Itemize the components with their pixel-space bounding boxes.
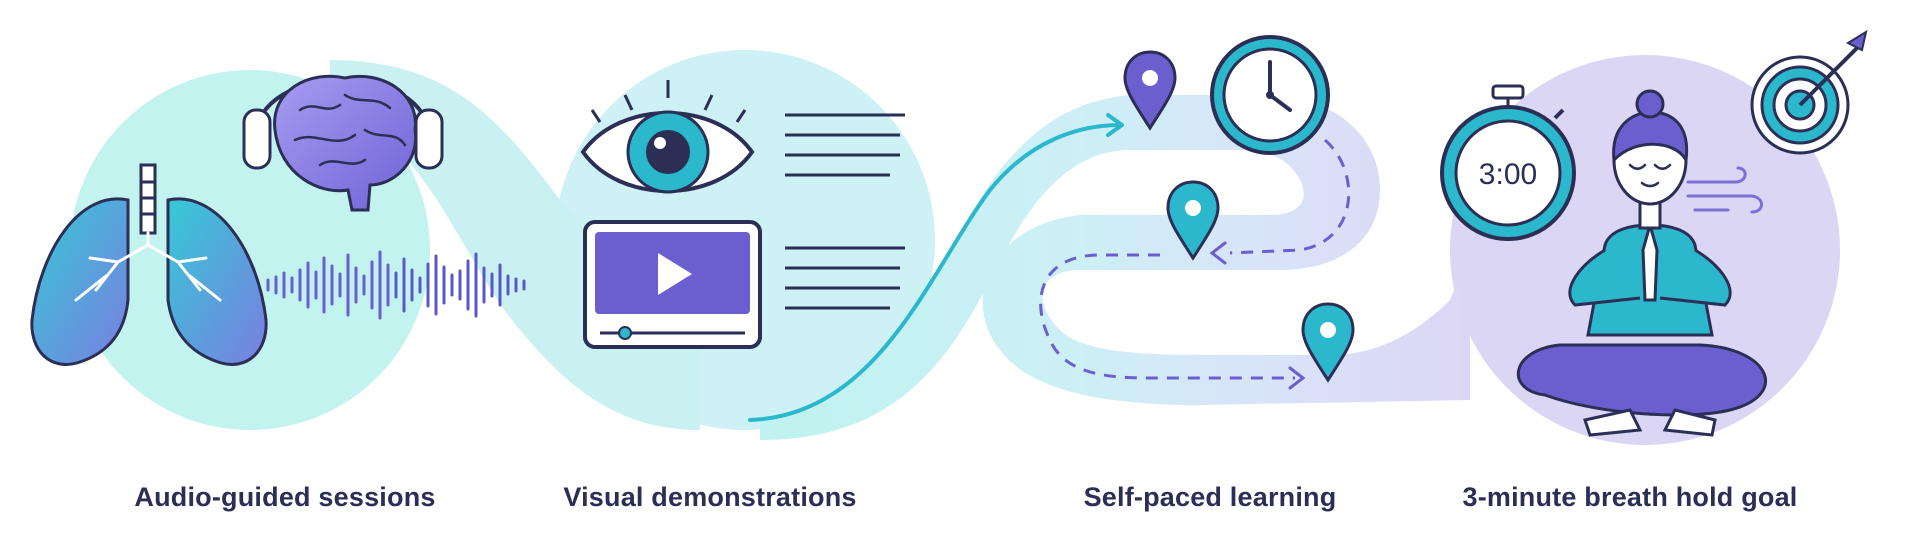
winding-path-icon — [748, 113, 1351, 422]
text-lines-icon — [785, 113, 905, 310]
breath-wind-icon — [1686, 166, 1763, 214]
target-icon — [1750, 29, 1868, 155]
brain-icon — [273, 74, 418, 212]
feature-label-breath-hold: 3-minute breath hold goal — [1462, 482, 1798, 512]
feature-label-visual: Visual demonstrations — [563, 482, 857, 512]
meditation-person-icon — [1516, 89, 1767, 437]
sound-wave-icon — [266, 250, 526, 320]
stopwatch-icon: 3:00 — [1440, 84, 1576, 241]
timer-display: 3:00 — [1479, 158, 1537, 191]
eye-icon — [580, 80, 755, 194]
lungs-icon — [30, 163, 268, 366]
feature-label-self-paced: Self-paced learning — [1083, 482, 1337, 512]
clock-icon — [1210, 35, 1330, 155]
feature-label-audio-guided: Audio-guided sessions — [134, 482, 436, 512]
map-pin-icon — [1123, 50, 1355, 383]
video-player-icon — [583, 220, 762, 349]
